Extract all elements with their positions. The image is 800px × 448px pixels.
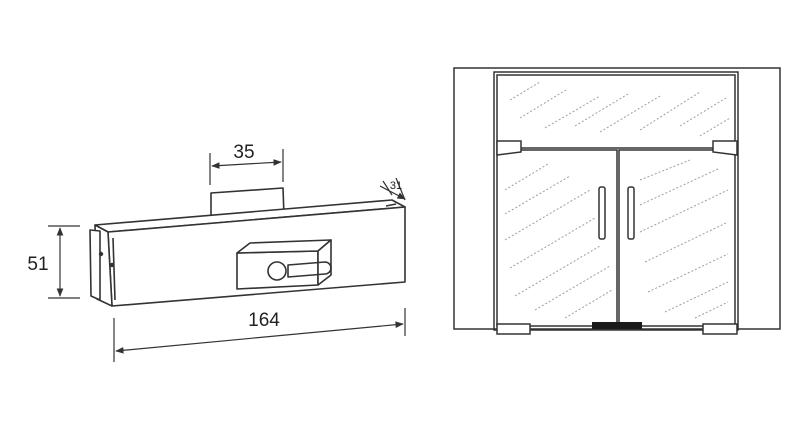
patch-fitting-drawing xyxy=(89,187,406,307)
patch-bottom-left xyxy=(496,323,531,335)
dim-height xyxy=(48,225,80,299)
patch-top-left xyxy=(496,140,522,156)
glass-hatching xyxy=(504,81,731,319)
lock-box-front xyxy=(236,250,319,290)
clamp-plate xyxy=(89,229,101,301)
handle-left xyxy=(598,186,606,240)
door-leaf-left xyxy=(496,149,618,327)
handle-right xyxy=(627,186,635,240)
screw-left-2 xyxy=(109,262,115,268)
dim-height-label: 51 xyxy=(27,254,48,275)
patch-bottom-right xyxy=(702,323,738,335)
dim-length xyxy=(113,308,406,362)
dim-length-label: 164 xyxy=(248,310,280,331)
dim-top-width-label: 35 xyxy=(233,142,254,163)
screw-left xyxy=(98,251,104,257)
dim-top-width xyxy=(209,149,284,185)
dim-depth xyxy=(379,177,406,201)
dim-depth-label: 31 xyxy=(390,180,402,192)
floor-lock xyxy=(592,322,642,329)
door-leaf-right xyxy=(618,149,736,327)
glass-frame xyxy=(493,71,739,331)
glass-door-elevation xyxy=(453,67,781,335)
transom-glass xyxy=(496,74,736,149)
lock-keyhole xyxy=(267,261,332,281)
patch-top-right xyxy=(712,140,738,156)
